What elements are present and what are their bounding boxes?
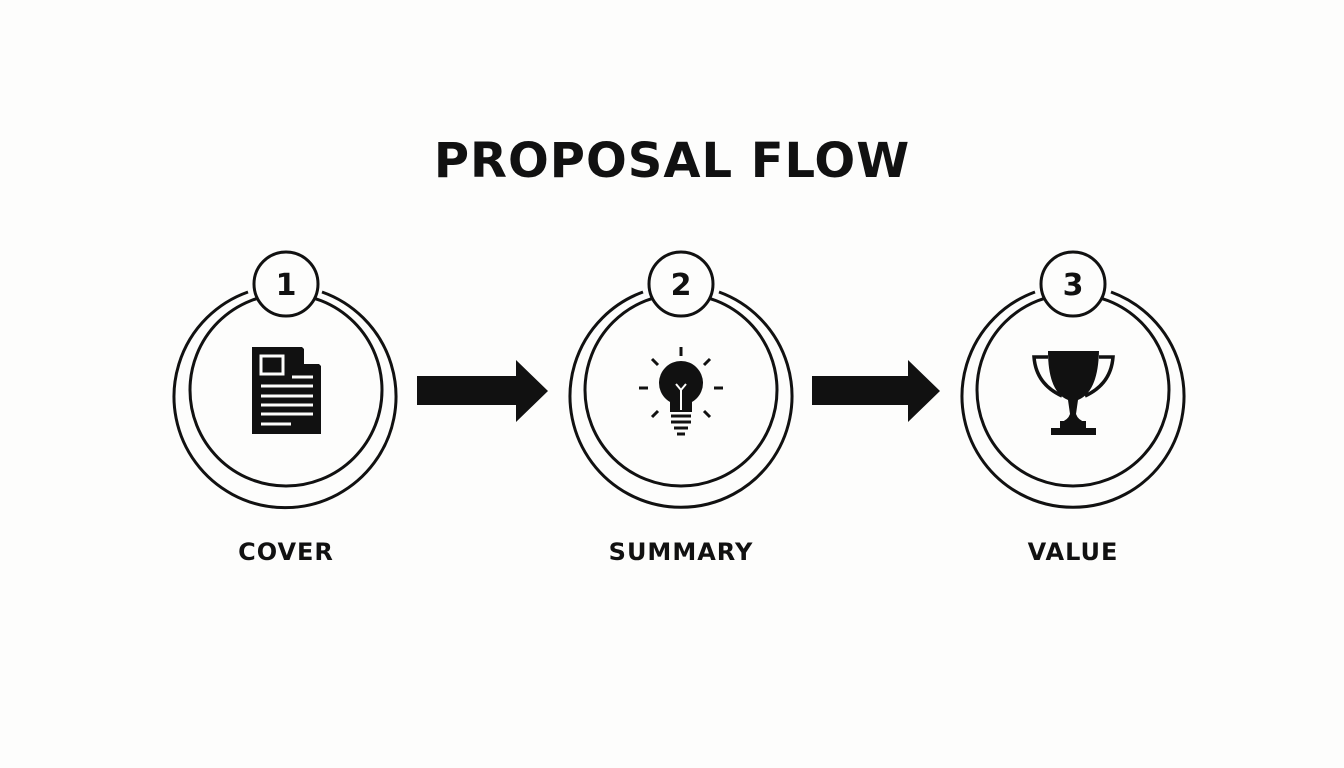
lightbulb-icon <box>639 347 723 436</box>
outer-ring <box>568 290 794 509</box>
step-summary <box>568 250 794 509</box>
arrow-right-icon <box>812 360 940 422</box>
step-badge <box>647 250 715 318</box>
step-number: 3 <box>1063 268 1084 303</box>
outer-ring <box>172 290 398 510</box>
step-badge <box>252 250 320 318</box>
step-value <box>960 250 1186 509</box>
step-label: SUMMARY <box>609 538 754 566</box>
trophy-icon <box>1032 351 1115 435</box>
step-badge <box>1039 250 1107 318</box>
step-cover <box>172 250 398 510</box>
arrow-right-icon <box>417 360 548 422</box>
diagram-title: PROPOSAL FLOW <box>434 133 910 189</box>
step-label: COVER <box>238 538 334 566</box>
document-icon <box>252 347 321 434</box>
step-number: 1 <box>276 268 297 303</box>
step-label: VALUE <box>1028 538 1119 566</box>
outer-ring <box>960 290 1186 509</box>
step-number: 2 <box>671 268 692 303</box>
